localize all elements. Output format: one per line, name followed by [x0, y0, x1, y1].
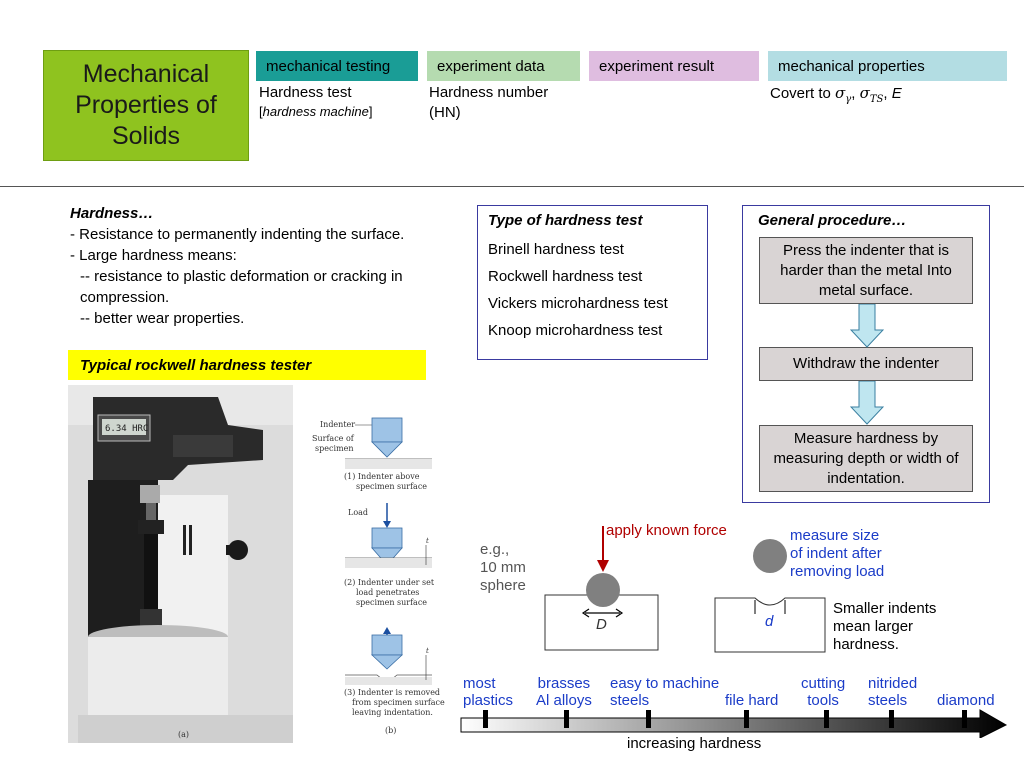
- svg-text:t: t: [426, 647, 429, 655]
- figure-label-b: (b): [385, 726, 396, 735]
- tester-display: 6.34 HRC: [105, 424, 148, 434]
- tab-experiment-result: experiment result: [589, 51, 759, 81]
- hardness-scale-bar: [460, 709, 1008, 738]
- svg-text:leaving indentation.: leaving indentation.: [352, 708, 433, 717]
- svg-text:from specimen surface: from specimen surface: [352, 698, 445, 707]
- figure-label-a: (a): [178, 730, 189, 739]
- hardness-line: -- better wear properties.: [80, 310, 245, 327]
- step1-caption: (1) Indenter above: [344, 472, 420, 481]
- svg-text:t: t: [426, 537, 429, 545]
- step3-caption: (3) Indenter is removed: [344, 688, 440, 697]
- force-label: apply known force: [606, 522, 727, 539]
- indent-illustration: [544, 526, 826, 653]
- tab-mechanical-properties: mechanical properties: [768, 51, 1007, 81]
- svg-text:Surface of: Surface of: [312, 434, 355, 443]
- procedure-step-1: Press the indenter that is harder than t…: [759, 237, 973, 304]
- indenter-label: Indenter: [320, 420, 355, 429]
- diameter-D-label: D: [596, 616, 607, 633]
- hardness-line: - Large hardness means:: [70, 247, 237, 264]
- svg-text:specimen: specimen: [315, 444, 353, 453]
- divider: [0, 186, 1024, 187]
- testing-subtitle-2: [hardness machine]: [259, 104, 373, 119]
- procedure-step-3: Measure hardness by measuring depth or w…: [759, 425, 973, 492]
- scale-label: diamond: [937, 692, 995, 709]
- procedure-panel: [742, 205, 990, 503]
- tester-caption: Typical rockwell hardness tester: [68, 350, 426, 380]
- svg-text:load penetrates: load penetrates: [356, 588, 419, 597]
- page-title: Mechanical Properties of Solids: [43, 50, 249, 161]
- step2-caption: (2) Indenter under set: [344, 578, 435, 587]
- down-arrow-icon: [850, 381, 884, 425]
- down-arrow-icon: [850, 304, 884, 348]
- hardness-definition: Hardness… - Resistance to permanently in…: [70, 203, 470, 329]
- type-item: Vickers microhardness test: [488, 295, 668, 312]
- type-item: Knoop microhardness test: [488, 322, 663, 339]
- hardness-heading: Hardness…: [70, 205, 154, 222]
- properties-subtitle: Covert to σγ, σTS, E: [770, 84, 902, 105]
- tab-mechanical-testing: mechanical testing: [256, 51, 418, 81]
- testing-subtitle: Hardness test: [259, 84, 352, 101]
- types-heading: Type of hardness test: [488, 212, 643, 229]
- procedure-step-2: Withdraw the indenter: [759, 347, 973, 381]
- hardness-line: - Resistance to permanently indenting th…: [70, 226, 405, 243]
- hardness-line: -- resistance to plastic deformation or …: [80, 268, 403, 306]
- rockwell-tester-photo: 6.34 HRC (a): [68, 385, 293, 743]
- tab-experiment-data: experiment data: [427, 51, 580, 81]
- scale-label: file hard: [725, 692, 779, 709]
- type-item: Brinell hardness test: [488, 241, 624, 258]
- type-item: Rockwell hardness test: [488, 268, 643, 285]
- svg-text:specimen surface: specimen surface: [356, 482, 427, 491]
- diameter-d-label: d: [765, 613, 774, 630]
- scale-axis-label: increasing hardness: [627, 735, 762, 752]
- hardness-test-types: Type of hardness test Brinell hardness t…: [477, 205, 708, 360]
- load-label: Load: [348, 508, 368, 517]
- indentation-schematic: Indenter Surface of specimen (1) Indente…: [300, 385, 455, 743]
- procedure-heading: General procedure…: [758, 212, 907, 229]
- data-subtitle: Hardness number (HN): [429, 84, 549, 121]
- svg-text:specimen surface: specimen surface: [356, 598, 427, 607]
